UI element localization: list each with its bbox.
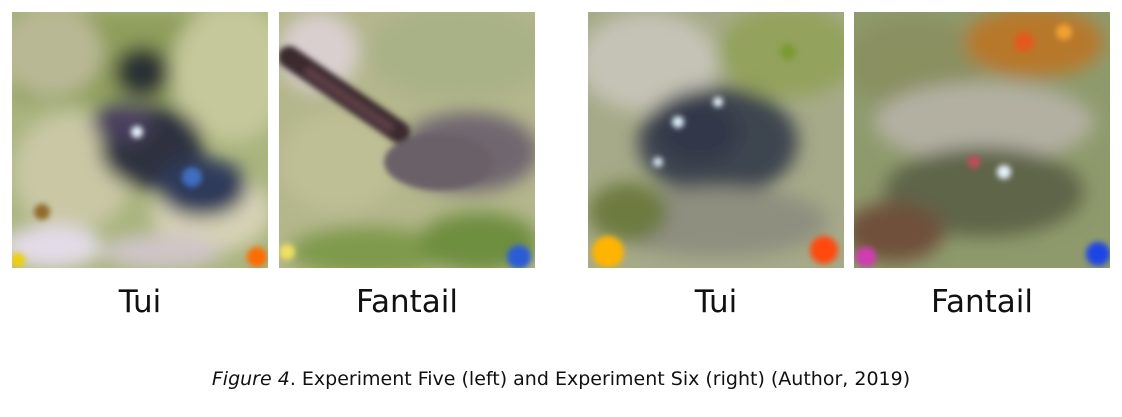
exp5-fantail-image [279,12,535,268]
figure-caption: Figure 4. Experiment Five (left) and Exp… [0,368,1122,391]
figure-label: Figure 4 [211,368,290,390]
exp6-tui-image [588,12,844,268]
exp6-fantail-label: Fantail [930,284,1033,320]
exp5-fantail-label: Fantail [355,284,458,320]
generated-bird-image [588,12,844,268]
generated-bird-image [854,12,1110,268]
exp6-fantail-image [854,12,1110,268]
figure-caption-text: . Experiment Five (left) and Experiment … [289,368,911,390]
generated-bird-image [12,12,268,268]
exp5-tui-image [12,12,268,268]
exp6-tui-label: Tui [694,284,738,320]
generated-bird-image [279,12,535,268]
exp5-tui-label: Tui [118,284,162,320]
